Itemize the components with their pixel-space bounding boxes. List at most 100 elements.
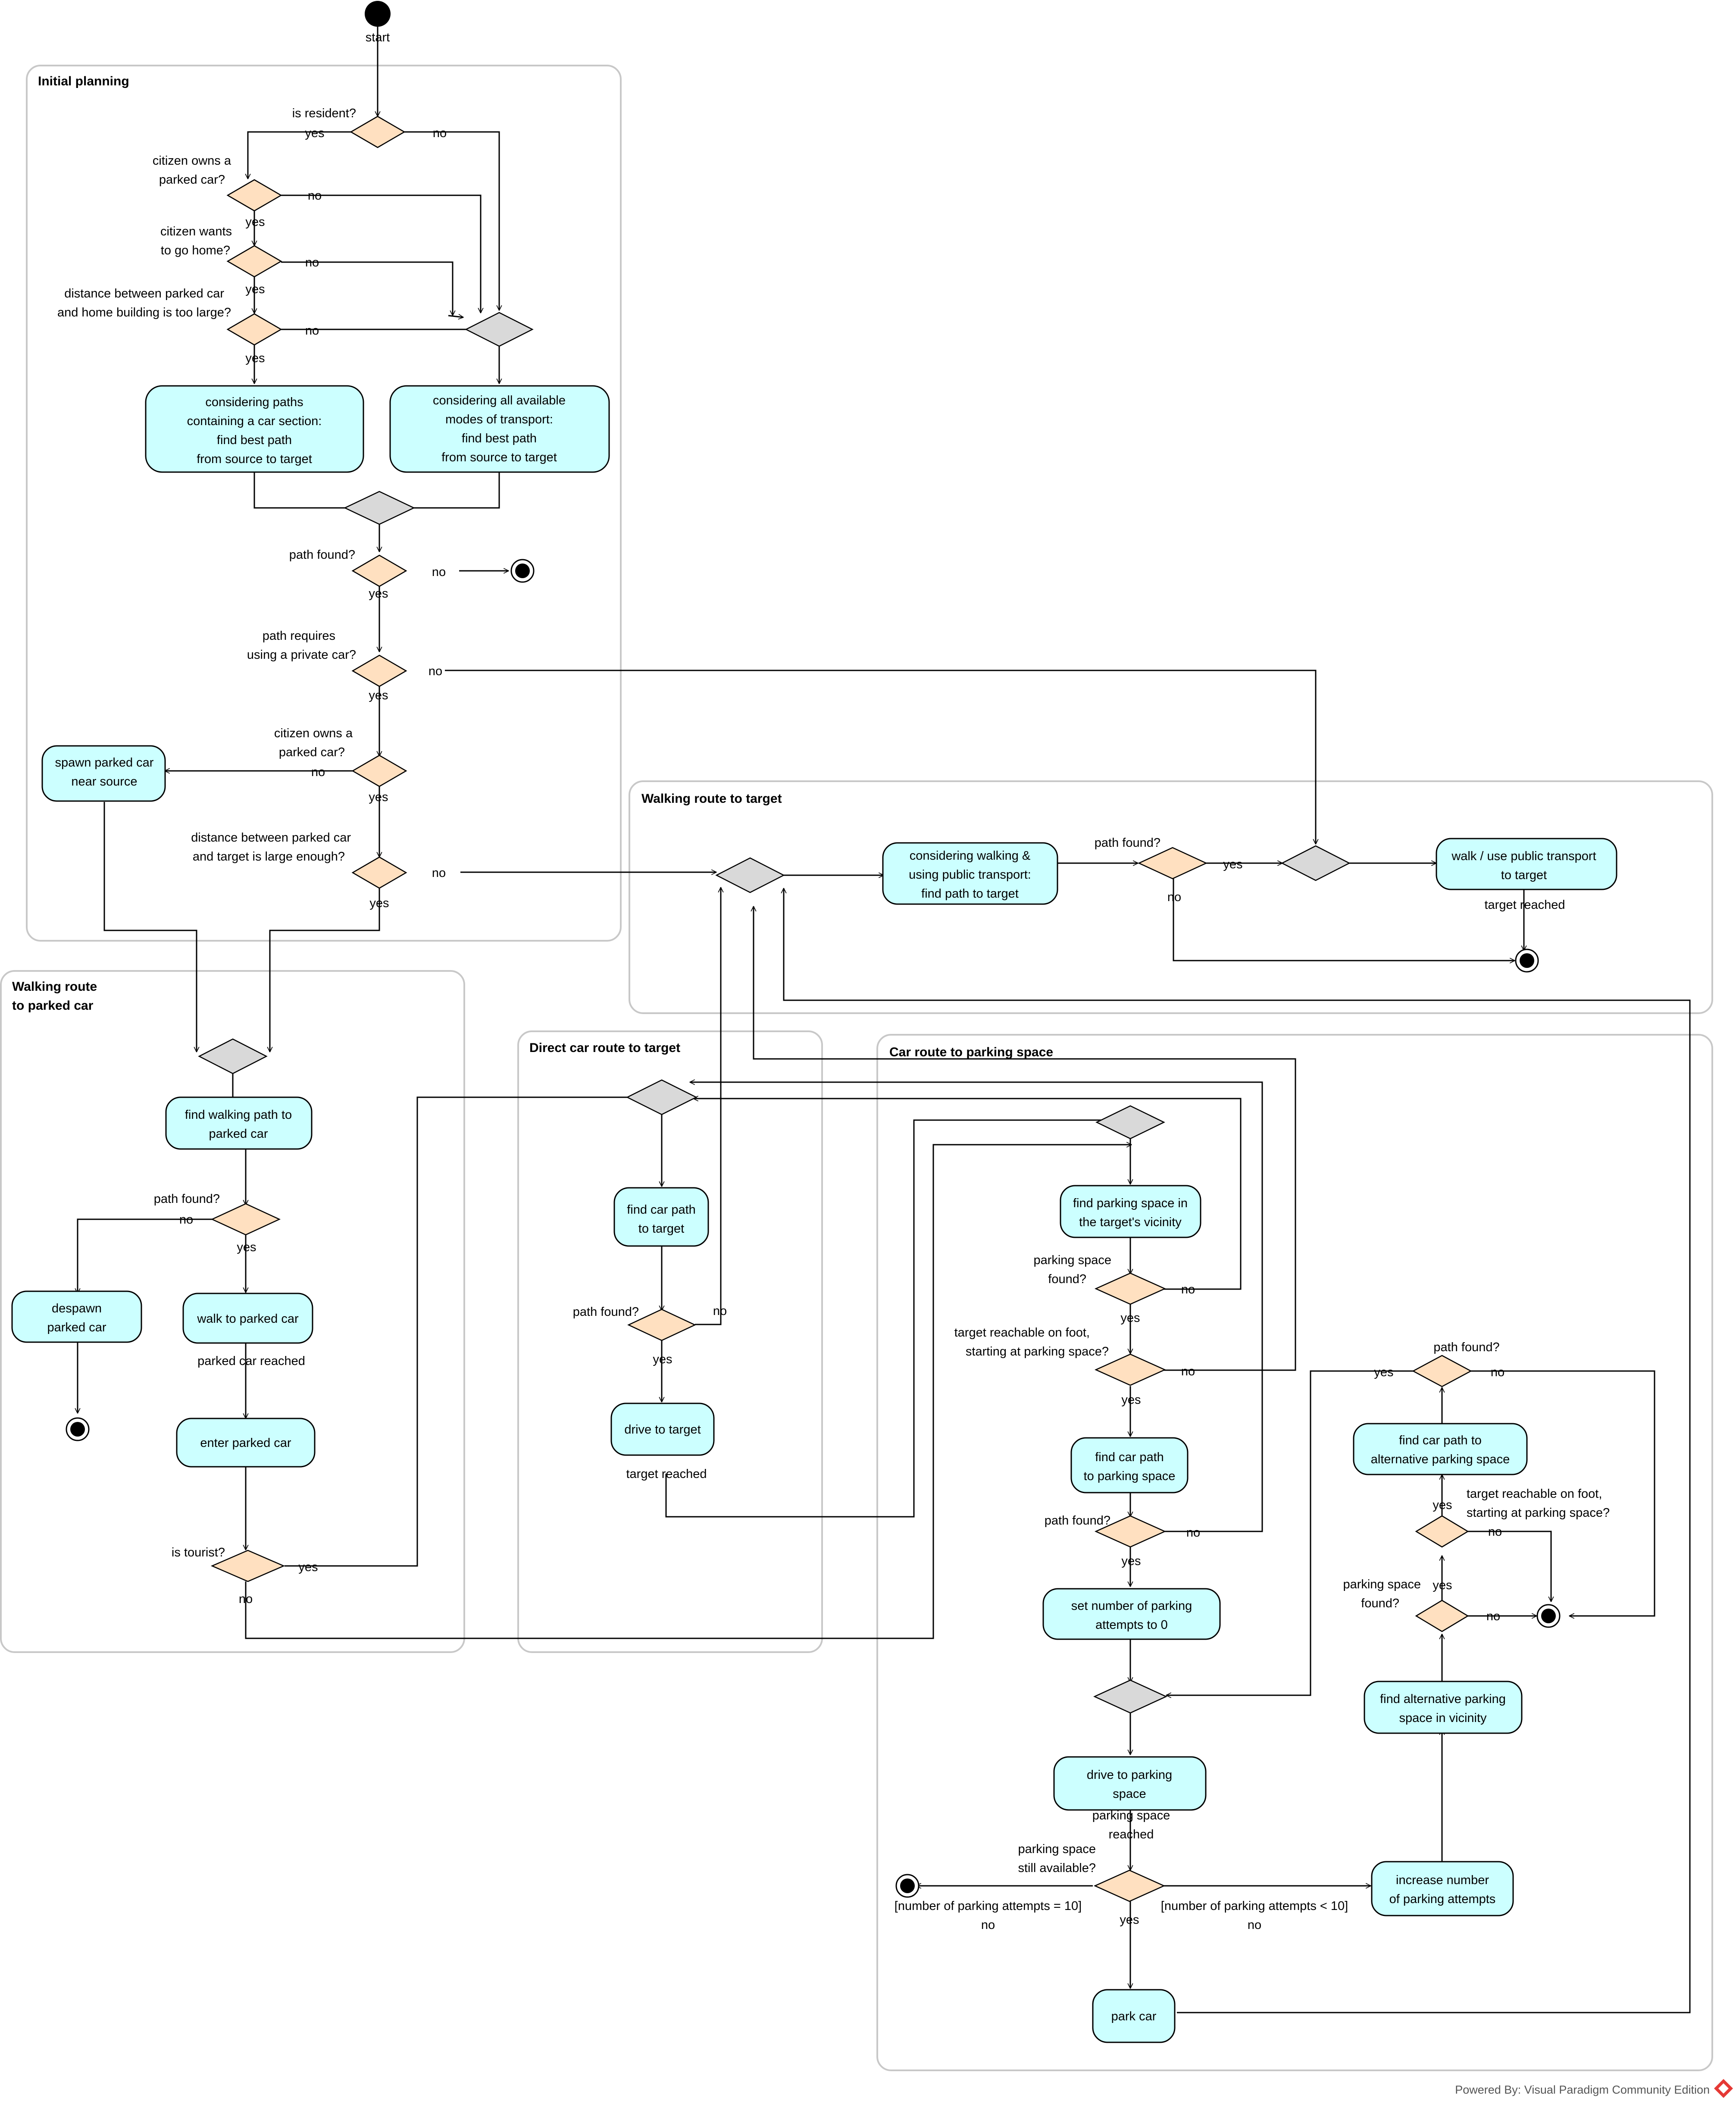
action-set-parking-attempts: set number of parking attempts to 0 — [1042, 1588, 1221, 1640]
svg-text:walk to parked car: walk to parked car — [197, 1312, 299, 1326]
svg-text:no: no — [179, 1213, 193, 1227]
svg-text:yes: yes — [653, 1352, 672, 1366]
container-title: Walking route — [12, 980, 97, 994]
decision-path-found — [351, 554, 407, 587]
svg-text:no: no — [305, 324, 319, 338]
svg-text:yes: yes — [1223, 858, 1242, 871]
svg-text:enter parked car: enter parked car — [200, 1436, 291, 1450]
svg-text:found?: found? — [1361, 1597, 1399, 1610]
container-walking-route-to-parked-car: Walking route to parked car — [0, 970, 465, 1653]
svg-text:yes: yes — [369, 896, 389, 910]
svg-text:walk / use public transport: walk / use public transport — [1451, 849, 1596, 863]
svg-text:containing a car section:: containing a car section: — [187, 414, 322, 428]
svg-text:parking space: parking space — [1092, 1809, 1170, 1822]
svg-text:yes: yes — [245, 215, 265, 229]
action-find-car-path-alternative: find car path to alternative parking spa… — [1353, 1423, 1528, 1475]
svg-text:from source to target: from source to target — [441, 451, 557, 464]
svg-text:no: no — [432, 565, 446, 579]
merge-node — [715, 857, 785, 893]
svg-text:is tourist?: is tourist? — [172, 1546, 225, 1559]
svg-text:target reachable on foot,: target reachable on foot, — [954, 1326, 1090, 1340]
svg-text:reached: reached — [1109, 1828, 1154, 1841]
decision-walk-path-found — [1138, 847, 1207, 880]
decision-owns-parked-car-2 — [351, 755, 407, 787]
container-title: Car route to parking space — [889, 1045, 1053, 1059]
svg-text:no: no — [1186, 1526, 1200, 1540]
merge-node — [626, 1079, 698, 1115]
svg-text:yes: yes — [369, 689, 388, 702]
decision-still-available — [1093, 1869, 1166, 1902]
svg-text:yes: yes — [1120, 1311, 1140, 1325]
svg-text:no: no — [429, 664, 442, 678]
svg-text:parking space: parking space — [1018, 1842, 1096, 1856]
svg-text:citizen owns a: citizen owns a — [153, 154, 231, 168]
svg-text:find best path: find best path — [217, 433, 292, 447]
decision-parking-path-found — [1094, 1515, 1167, 1548]
svg-text:yes: yes — [1374, 1365, 1393, 1379]
svg-text:no: no — [432, 866, 446, 880]
decision-target-reachable — [1094, 1353, 1167, 1386]
decision-requires-private-car — [351, 654, 407, 687]
action-walk-use-public-transport: walk / use public transport to target — [1436, 838, 1617, 890]
action-find-alternative-parking: find alternative parking space in vicini… — [1364, 1681, 1523, 1734]
svg-text:starting at parking space?: starting at parking space? — [1467, 1506, 1610, 1520]
svg-text:and target is large enough?: and target is large enough? — [193, 850, 345, 864]
svg-text:to go home?: to go home? — [161, 244, 230, 257]
action-drive-to-target: drive to target — [610, 1403, 715, 1456]
svg-text:and home building is too large: and home building is too large? — [57, 306, 231, 319]
action-park-car: park car — [1092, 1989, 1176, 2043]
svg-text:yes: yes — [298, 1560, 318, 1574]
svg-text:no: no — [1486, 1609, 1500, 1623]
svg-text:despawn: despawn — [52, 1302, 102, 1315]
svg-text:path requires: path requires — [263, 629, 335, 643]
svg-text:parking space: parking space — [1343, 1578, 1421, 1591]
svg-text:near source: near source — [71, 775, 137, 789]
svg-text:alternative parking space: alternative parking space — [1371, 1453, 1510, 1466]
start-node: start — [365, 1, 391, 44]
svg-text:path found?: path found? — [1095, 836, 1160, 850]
svg-text:find walking path to: find walking path to — [185, 1108, 292, 1122]
container-initial-planning: Initial planning — [26, 65, 622, 942]
visual-paradigm-logo-icon — [1714, 2079, 1733, 2098]
svg-text:yes: yes — [1433, 1578, 1452, 1592]
svg-text:citizen owns a: citizen owns a — [274, 726, 353, 740]
container-title: to parked car — [12, 999, 94, 1013]
decision-alt-path-found — [1412, 1355, 1472, 1387]
action-spawn-parked-car: spawn parked car near source — [41, 745, 166, 802]
svg-text:distance between parked car: distance between parked car — [64, 287, 224, 301]
svg-text:yes: yes — [1121, 1393, 1141, 1407]
action-drive-to-parking-space: drive to parking space — [1053, 1756, 1207, 1811]
action-considering-car-paths: considering paths containing a car secti… — [145, 385, 364, 473]
decision-walking-path-found — [211, 1203, 281, 1236]
svg-text:distance between parked car: distance between parked car — [191, 831, 351, 845]
svg-text:no: no — [1488, 1525, 1502, 1539]
svg-text:yes: yes — [369, 587, 388, 601]
footer-branding: Powered By: Visual Paradigm Community Ed… — [1455, 2079, 1733, 2098]
svg-text:drive to target: drive to target — [624, 1423, 701, 1437]
svg-text:path found?: path found? — [289, 548, 355, 562]
decision-alt-ps-found — [1415, 1600, 1469, 1632]
svg-text:no: no — [1181, 1365, 1195, 1378]
decision-is-resident — [350, 116, 406, 148]
svg-text:to target: to target — [638, 1222, 684, 1236]
svg-text:no: no — [1181, 1283, 1195, 1296]
decision-distance-home — [226, 313, 282, 346]
container-title: Direct car route to target — [529, 1041, 680, 1055]
decision-owns-parked-car — [226, 179, 282, 212]
svg-text:parked car: parked car — [209, 1127, 268, 1141]
end-node — [66, 1417, 90, 1441]
merge-node — [344, 491, 415, 525]
svg-text:from source to target: from source to target — [197, 452, 312, 466]
svg-text:[number of parking attempts <: [number of parking attempts < 10] — [1161, 1899, 1348, 1913]
svg-text:find parking space in: find parking space in — [1073, 1196, 1188, 1210]
merge-node — [1281, 845, 1351, 881]
svg-text:modes of transport:: modes of transport: — [445, 413, 553, 426]
merge-node — [198, 1038, 268, 1074]
svg-text:yes: yes — [369, 790, 388, 804]
svg-text:using public transport:: using public transport: — [909, 868, 1031, 882]
merge-node — [1095, 1105, 1165, 1140]
svg-text:drive to parking: drive to parking — [1087, 1768, 1172, 1782]
action-find-car-path-to-target: find car path to target — [613, 1187, 709, 1247]
svg-text:no: no — [1491, 1365, 1505, 1379]
